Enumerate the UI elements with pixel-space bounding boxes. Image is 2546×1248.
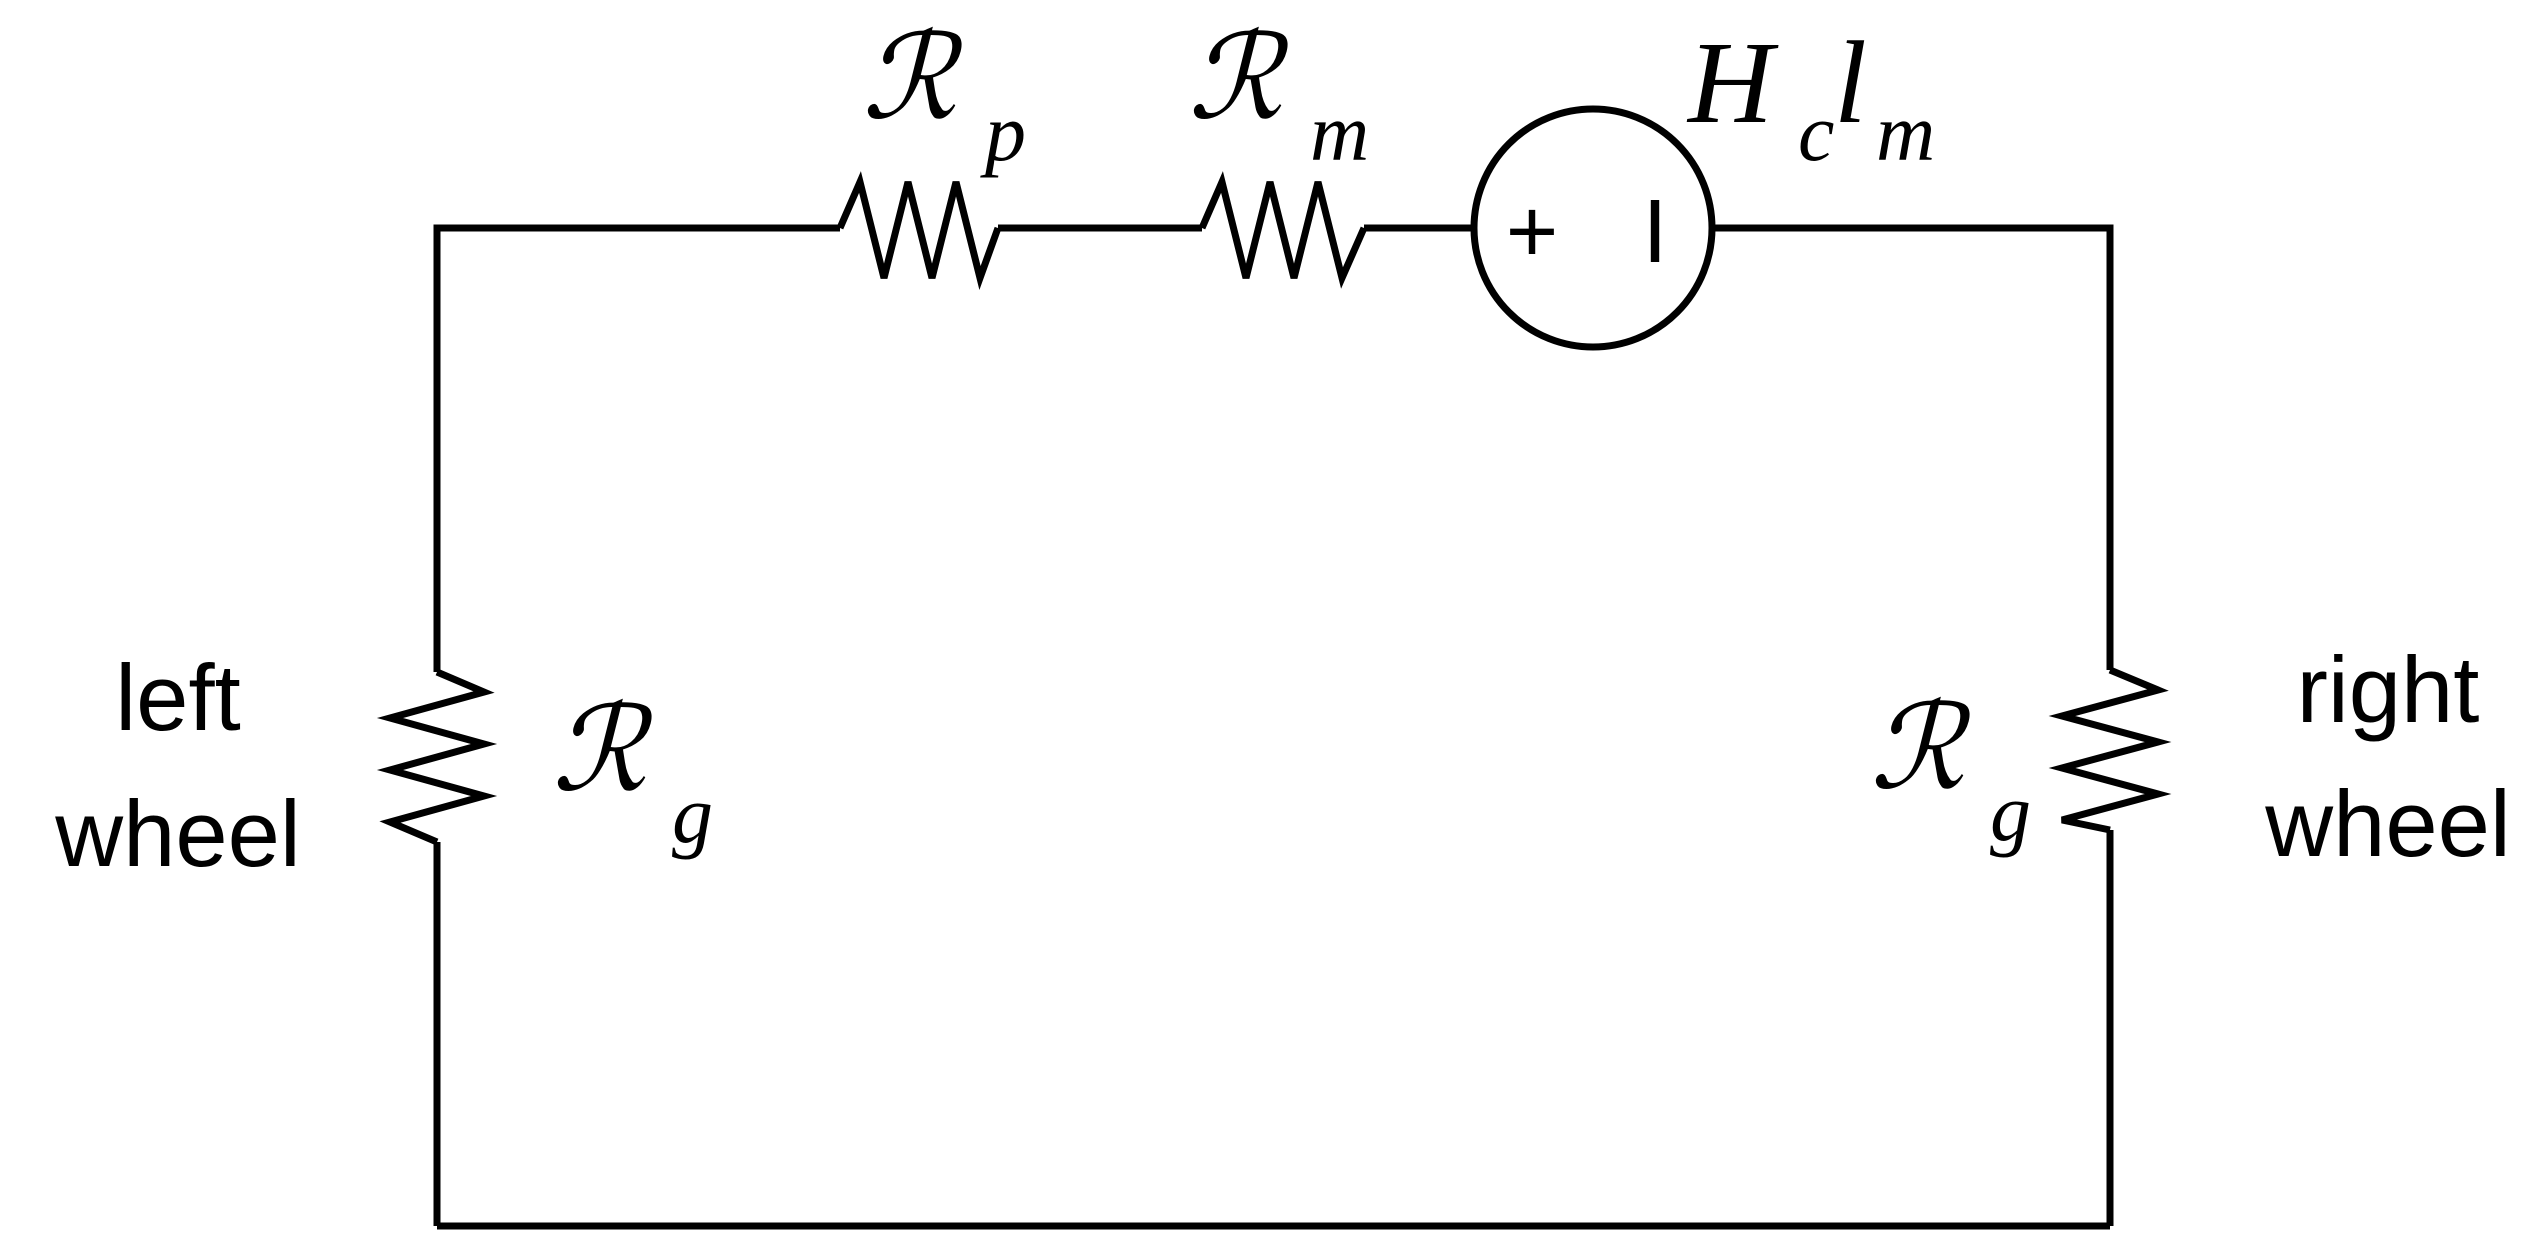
reluctance-rp-resistor <box>836 171 1002 291</box>
h-symbol: H <box>1686 17 1779 148</box>
c-subscript: c <box>1798 87 1834 178</box>
rm-subscript: m <box>1310 87 1369 178</box>
right-wire <box>1713 224 2114 1226</box>
right-label-line2: wheel <box>2264 771 2511 876</box>
mmf-source: + I <box>1470 105 1716 351</box>
right-wheel-label: right wheel <box>2264 637 2511 876</box>
left-rg-subscript: g <box>672 769 713 860</box>
right-wheel-rg-resistor <box>2048 666 2172 834</box>
left-label-line1: left <box>115 645 240 750</box>
right-rg-symbol: ℛ <box>1870 678 1972 816</box>
rm-symbol: ℛ <box>1188 8 1290 146</box>
m-subscript: m <box>1876 87 1935 178</box>
top-left-wire <box>433 224 840 1226</box>
left-wheel-rg-resistor <box>376 668 498 846</box>
mmf-source-circle <box>1470 105 1716 351</box>
l-symbol: l <box>1834 17 1867 148</box>
left-wheel-label: left wheel <box>54 645 301 886</box>
rp-label: ℛ p <box>862 8 1026 178</box>
circuit-wires <box>433 224 2114 1230</box>
hc-lm-label: H c l m <box>1686 17 1935 178</box>
source-plus-sign: + <box>1506 182 1559 282</box>
rm-label: ℛ m <box>1188 8 1369 178</box>
rp-subscript: p <box>980 87 1026 178</box>
left-rg-symbol: ℛ <box>552 680 654 818</box>
left-rg-label: ℛ g <box>552 680 713 860</box>
rp-symbol: ℛ <box>862 8 964 146</box>
reluctance-rm-resistor <box>1198 171 1368 289</box>
right-label-line1: right <box>2297 637 2480 742</box>
right-rg-label: ℛ g <box>1870 678 2031 858</box>
right-rg-subscript: g <box>1990 767 2031 858</box>
source-minus-sign: I <box>1642 182 1667 282</box>
left-label-line2: wheel <box>54 781 301 886</box>
